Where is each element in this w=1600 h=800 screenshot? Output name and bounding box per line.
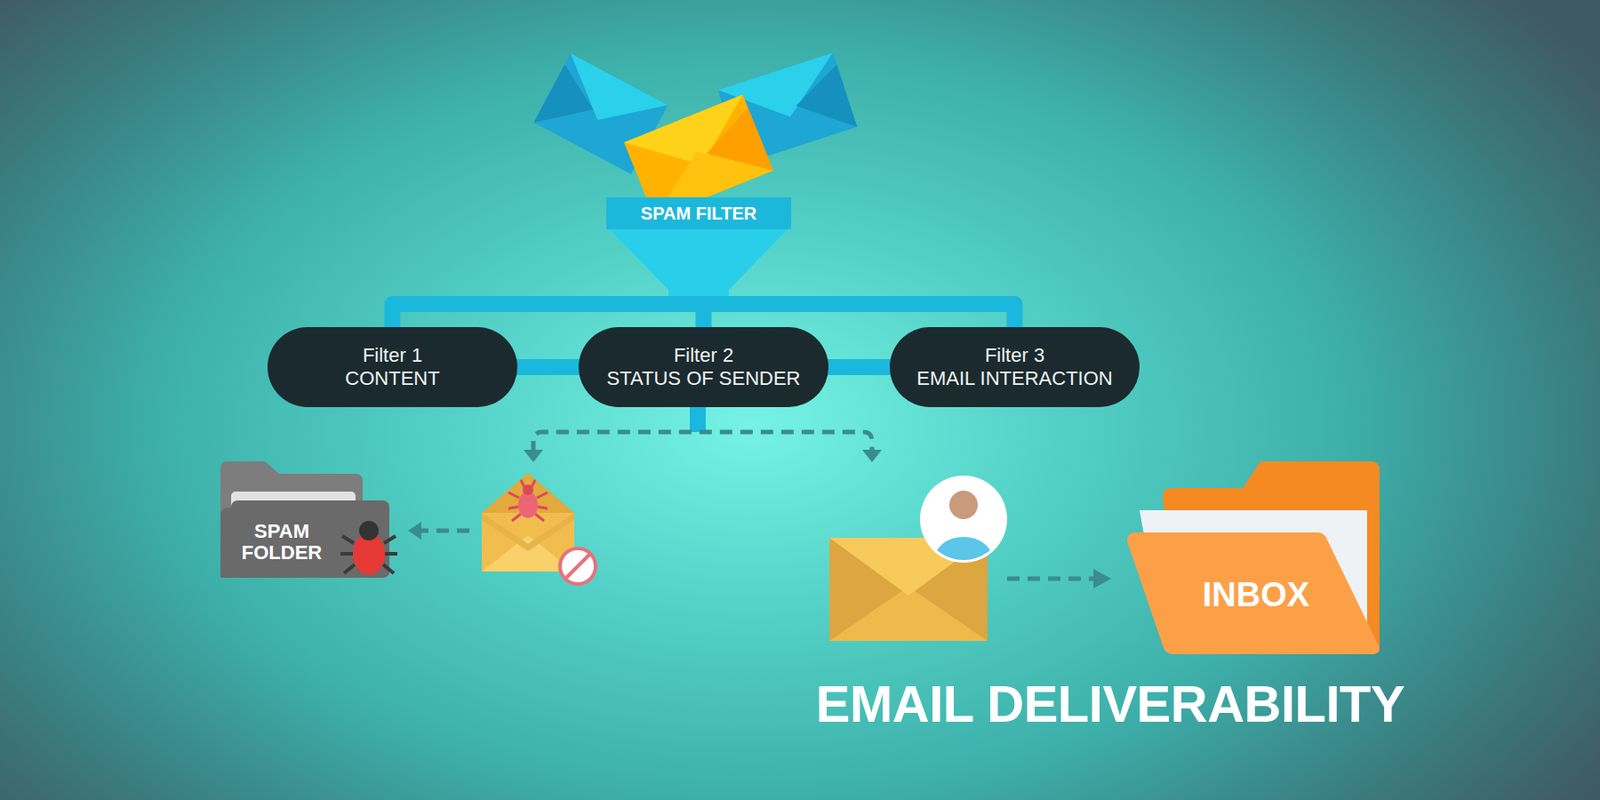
arrowheads bbox=[408, 449, 1112, 589]
text-block: SPAM FILTER bbox=[606, 197, 792, 230]
text-block: Filter 3EMAIL INTERACTION bbox=[889, 327, 1140, 408]
text-block: Filter 2STATUS OF SENDER bbox=[578, 327, 829, 408]
node-text: Filter 3 bbox=[984, 344, 1045, 368]
filter-box: Filter 3EMAIL INTERACTION bbox=[889, 327, 1140, 408]
diagram-title: EMAIL DELIVERABILITY bbox=[816, 673, 1405, 734]
dashed-route bbox=[421, 432, 1096, 579]
spam-folder: SPAM FOLDER bbox=[220, 461, 399, 578]
filter-box: Filter 1CONTENT bbox=[267, 327, 518, 408]
folder-shape bbox=[1127, 461, 1380, 655]
blocked-envelope bbox=[481, 472, 596, 584]
node-text: INBOX bbox=[1202, 576, 1310, 615]
pipe-connector bbox=[698, 294, 1016, 328]
node-text: STATUS OF SENDER bbox=[607, 367, 801, 391]
inbox-folder: INBOX bbox=[1127, 461, 1380, 655]
node-text: SPAM FILTER bbox=[640, 203, 757, 224]
node-text: Filter 2 bbox=[673, 344, 734, 368]
filter-box: Filter 2STATUS OF SENDER bbox=[578, 327, 829, 408]
funnel-band: SPAM FILTER bbox=[606, 197, 792, 296]
incoming-envelopes bbox=[534, 52, 858, 218]
pipe-connector bbox=[392, 294, 700, 328]
node-text: CONTENT bbox=[344, 367, 440, 391]
node-text: Filter 1 bbox=[362, 344, 423, 368]
node-text: SPAM FOLDER bbox=[225, 520, 338, 562]
text-block: Filter 1CONTENT bbox=[267, 327, 518, 408]
user-envelope bbox=[829, 475, 1008, 641]
text-block: INBOX bbox=[1162, 536, 1350, 653]
text-block: SPAM FOLDER bbox=[225, 505, 338, 578]
node-text: EMAIL INTERACTION bbox=[916, 367, 1112, 391]
